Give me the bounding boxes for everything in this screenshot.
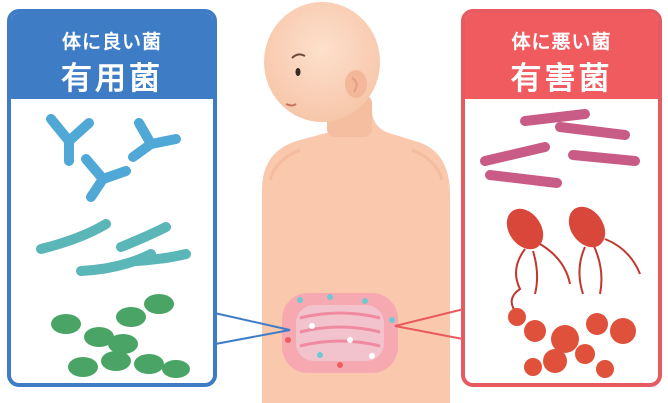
cocci-bacteria [51,294,190,378]
bad-bacteria-title: 有害菌 [465,53,658,98]
eye [296,68,301,76]
good-bacteria-illustration [11,99,217,387]
good-bacteria-panel: 体に良い菌 有用菌 [7,9,217,387]
bad-bacteria-illustration [465,99,662,387]
good-bacteria-subtitle: 体に良い菌 [11,27,213,54]
bad-bacteria-subtitle: 体に悪い菌 [465,27,658,54]
intestines [282,293,398,373]
good-bacteria-title: 有用菌 [11,53,213,98]
rod-bacteria [485,114,635,183]
bad-bacteria-panel: 体に悪い菌 有害菌 [461,9,662,387]
cocci-bacteria [508,308,636,378]
head [264,2,380,122]
y-shaped-bacteria [51,119,176,197]
bad-bacteria-header: 体に悪い菌 有害菌 [465,13,658,99]
rod-bacteria [41,224,186,271]
good-bacteria-header: 体に良い菌 有用菌 [11,13,213,99]
flagellated-bacteria [499,200,640,314]
